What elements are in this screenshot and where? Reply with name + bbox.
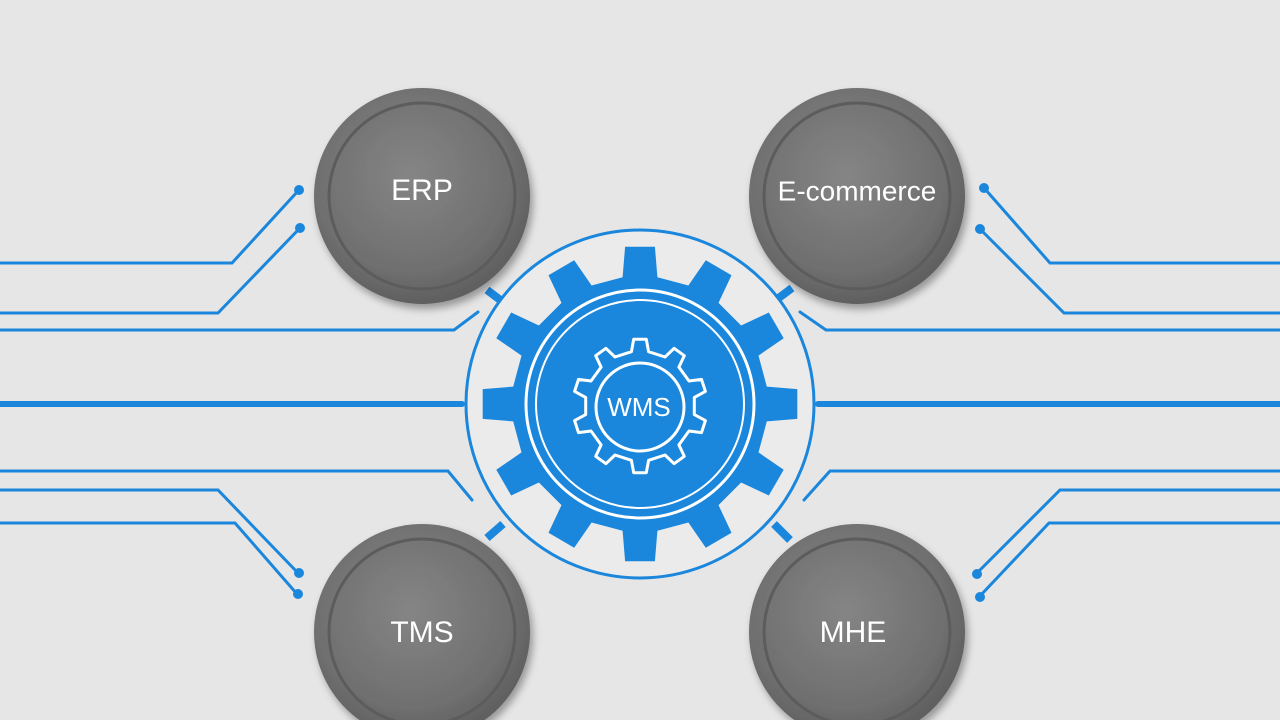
node-erp-ring [327, 101, 517, 291]
circuit-line-left-6 [0, 521, 299, 596]
circuit-dot [979, 183, 989, 193]
circuit-dot [293, 589, 303, 599]
small-gear-icon [573, 337, 707, 475]
node-tms-label: TMS [390, 616, 453, 649]
circuit-line-left-5 [0, 488, 300, 575]
circuit-line-left-4 [0, 469, 474, 502]
circuit-line-right-2 [979, 228, 1280, 315]
node-erp: ERP [314, 88, 530, 304]
circuit-line-left-3 [0, 310, 480, 332]
circuit-dot [295, 223, 305, 233]
wms-hub: WMS [464, 228, 816, 580]
circuit-dot [294, 568, 304, 578]
node-ecommerce-ring [762, 101, 952, 291]
node-erp-circle [314, 88, 530, 304]
node-mhe-circle [749, 524, 965, 720]
hub-inner-ring [535, 299, 745, 509]
node-erp-label: ERP [391, 174, 453, 207]
node-mhe-ring [762, 537, 952, 720]
hub-center-ring [594, 361, 686, 453]
circuit-dot [975, 224, 985, 234]
circuit-lines [0, 187, 1280, 598]
circuit-line-right-1 [983, 187, 1280, 265]
node-tms-circle [314, 524, 530, 720]
node-ecommerce-circle [749, 88, 965, 304]
circuit-dot [294, 185, 304, 195]
node-ecommerce-label: E-commerce [778, 175, 937, 206]
circuit-line-right-3 [798, 310, 1280, 332]
gear-icon [482, 246, 798, 562]
hub-inner-ring-outer [524, 288, 756, 520]
node-tms: TMS [314, 524, 530, 720]
hub-label: WMS [607, 392, 671, 422]
circuit-dots [293, 183, 989, 602]
node-mhe-label: MHE [820, 616, 887, 649]
circuit-dot [975, 592, 985, 602]
circuit-dot [972, 569, 982, 579]
circuit-line-right-5 [975, 488, 1280, 575]
node-mhe: MHE [749, 524, 965, 720]
node-ecommerce: E-commerce [749, 88, 965, 304]
circuit-line-left-1 [0, 189, 300, 265]
circuit-line-right-6 [978, 521, 1280, 598]
connector-tms [484, 520, 506, 542]
circuit-line-left-2 [0, 227, 301, 315]
connector-mhe [771, 521, 793, 543]
node-tms-ring [327, 537, 517, 720]
circuit-line-right-4 [802, 469, 1280, 502]
